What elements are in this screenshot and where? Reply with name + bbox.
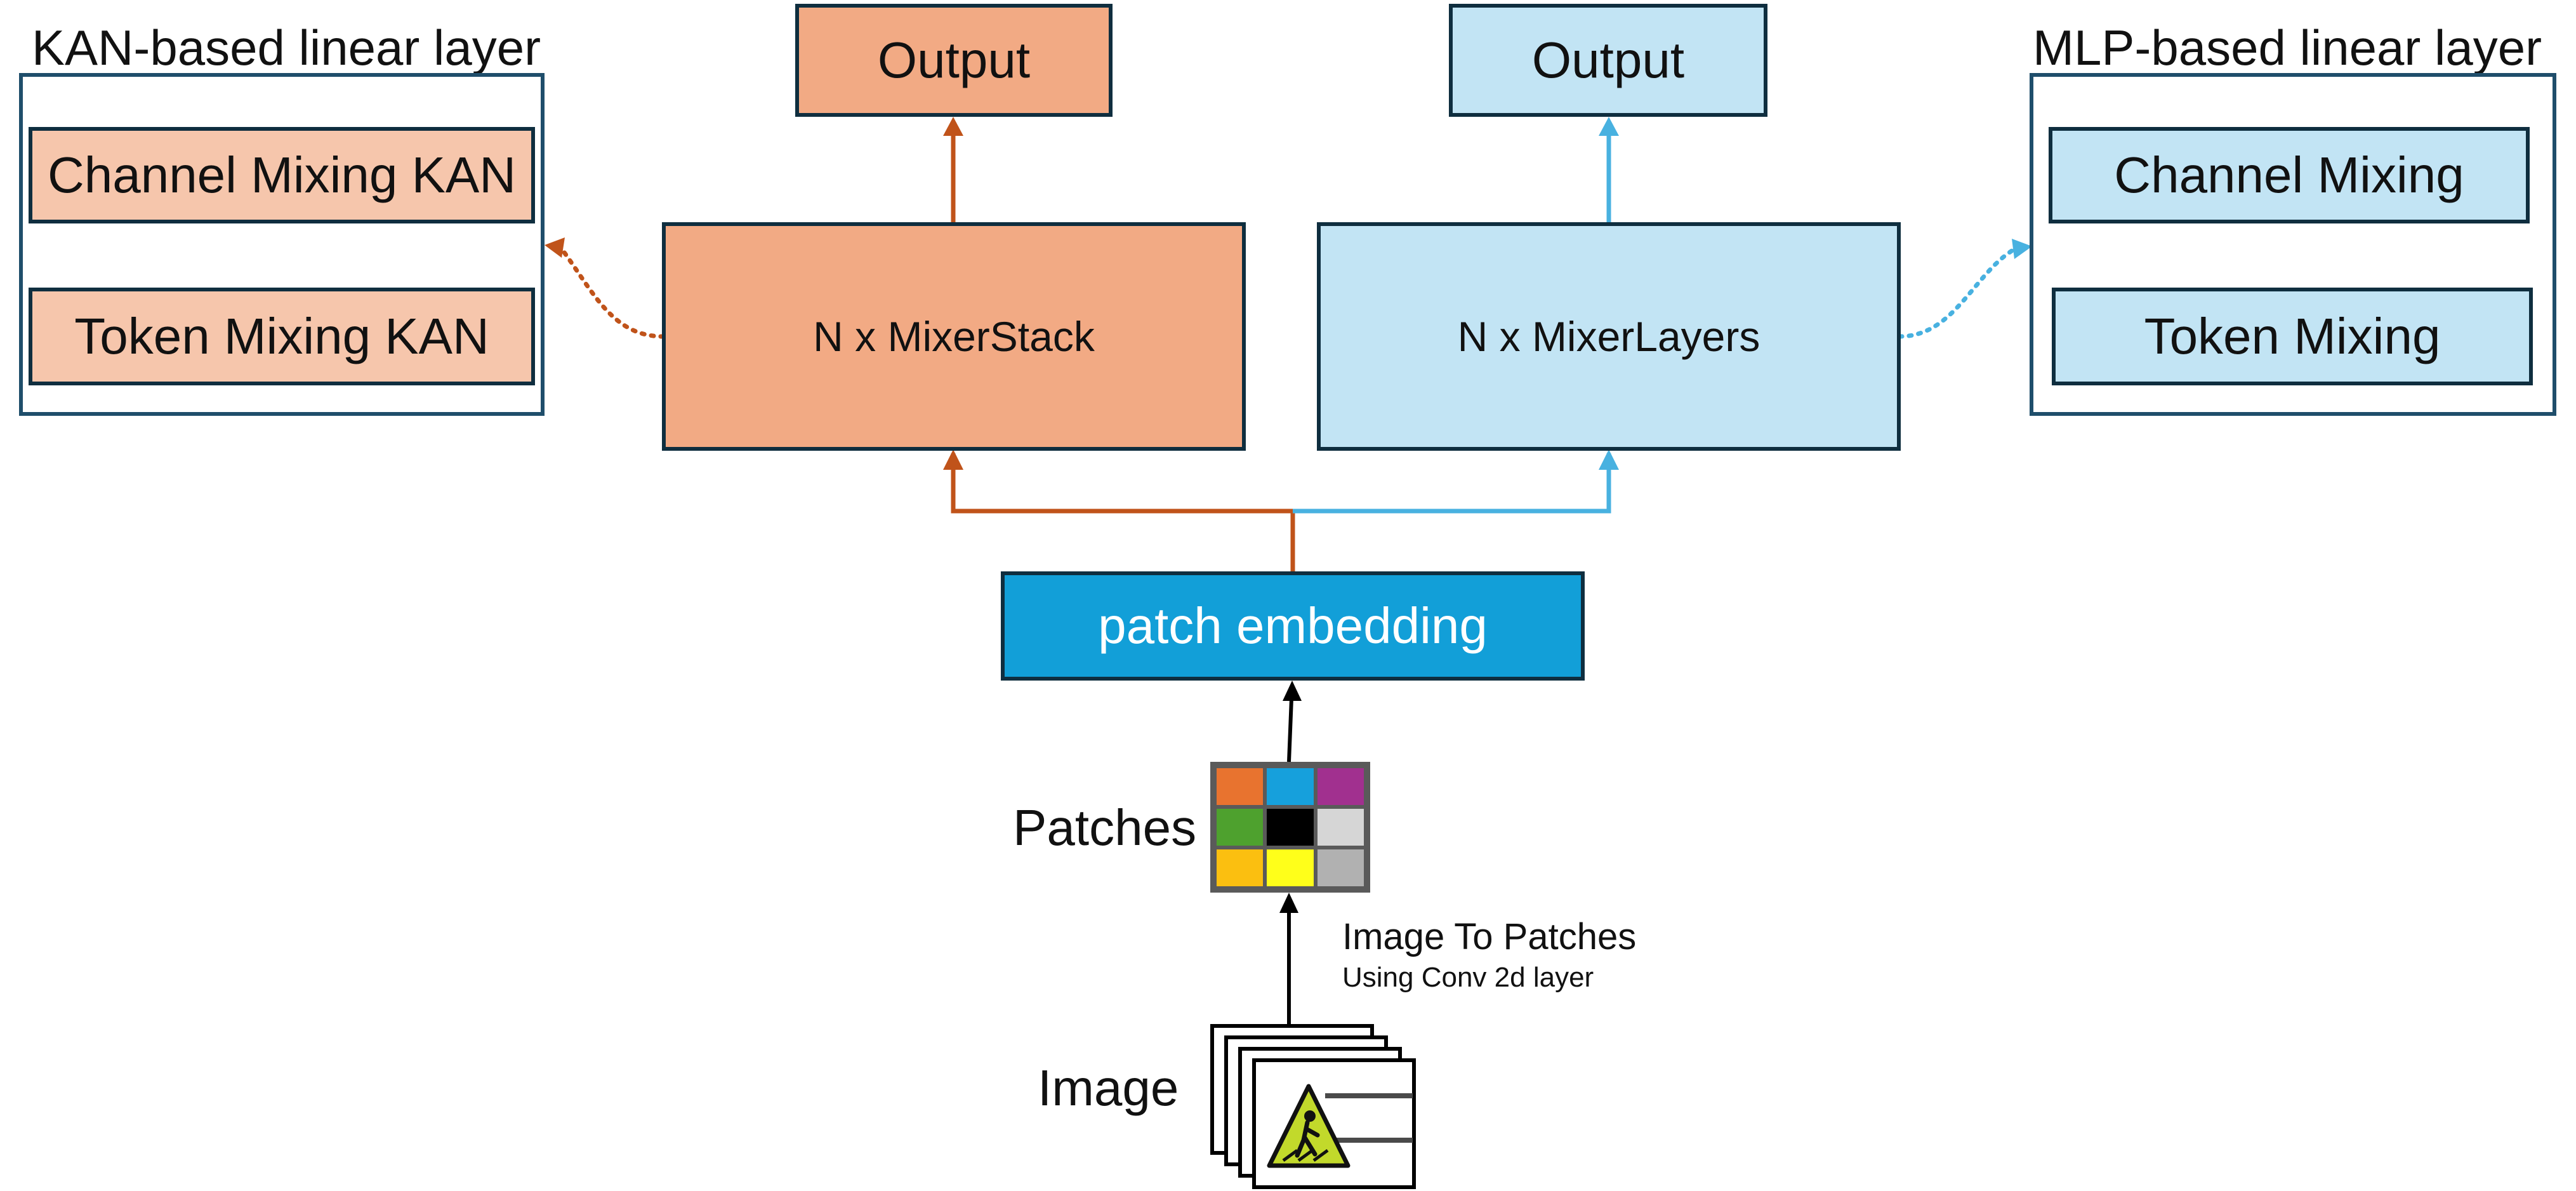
mlp-group-frame [2030, 73, 2556, 416]
patch-cell [1317, 849, 1364, 886]
patches-label: Patches [1013, 799, 1197, 856]
channel-mixing-kan-box: Channel Mixing KAN [29, 127, 535, 223]
kan-group-frame [19, 73, 545, 416]
arrowhead-icon [1599, 117, 1619, 136]
kan-group-title: KAN-based linear layer [32, 20, 541, 76]
arrowhead-icon [2012, 239, 2032, 259]
embedding-to-mixerstack-arrow [951, 453, 1295, 571]
patches-to-embedding-arrow [1287, 698, 1293, 762]
crosswalk-sign-icon [1267, 1084, 1413, 1168]
patch-cell [1267, 849, 1314, 886]
mlp-group-title: MLP-based linear layer [2033, 20, 2542, 76]
token-mixing-box: Token Mixing [2052, 288, 2533, 385]
token-mixing-kan-box: Token Mixing KAN [29, 288, 535, 385]
arrowhead-icon [1283, 681, 1302, 701]
patch-cell [1217, 768, 1264, 805]
patch-cell [1267, 809, 1314, 846]
mlp-output-box: Output [1449, 4, 1767, 117]
image-label: Image [1038, 1060, 1179, 1116]
image-stack [1210, 1024, 1416, 1189]
mixerlayers-to-mlp-group-link [1897, 246, 2018, 339]
patch-cell [1317, 809, 1364, 846]
patch-cell [1317, 768, 1364, 805]
embedding-to-mixerlayers-arrow [1293, 453, 1611, 514]
patch-grid [1210, 762, 1370, 893]
arrowhead-icon [943, 117, 963, 136]
arrowhead-icon [545, 237, 565, 258]
arrowhead-icon [943, 449, 963, 470]
arrowhead-icon [1599, 449, 1619, 470]
patch-cell [1217, 809, 1264, 846]
channel-mixing-box: Channel Mixing [2049, 127, 2530, 223]
mixerstack-box: N x MixerStack [662, 222, 1246, 451]
patch-embedding-box: patch embedding [1001, 571, 1585, 681]
patch-cell [1217, 849, 1264, 886]
kan-output-box: Output [795, 4, 1113, 117]
image-to-patches-title: Image To Patches [1342, 916, 1637, 957]
mixerlayers-box: N x MixerLayers [1317, 222, 1901, 451]
patch-cell [1267, 768, 1314, 805]
arrowhead-icon [1279, 893, 1298, 913]
image-to-patches-subtitle: Using Conv 2d layer [1342, 962, 1594, 993]
mixerstack-to-kan-group-link [559, 246, 666, 339]
